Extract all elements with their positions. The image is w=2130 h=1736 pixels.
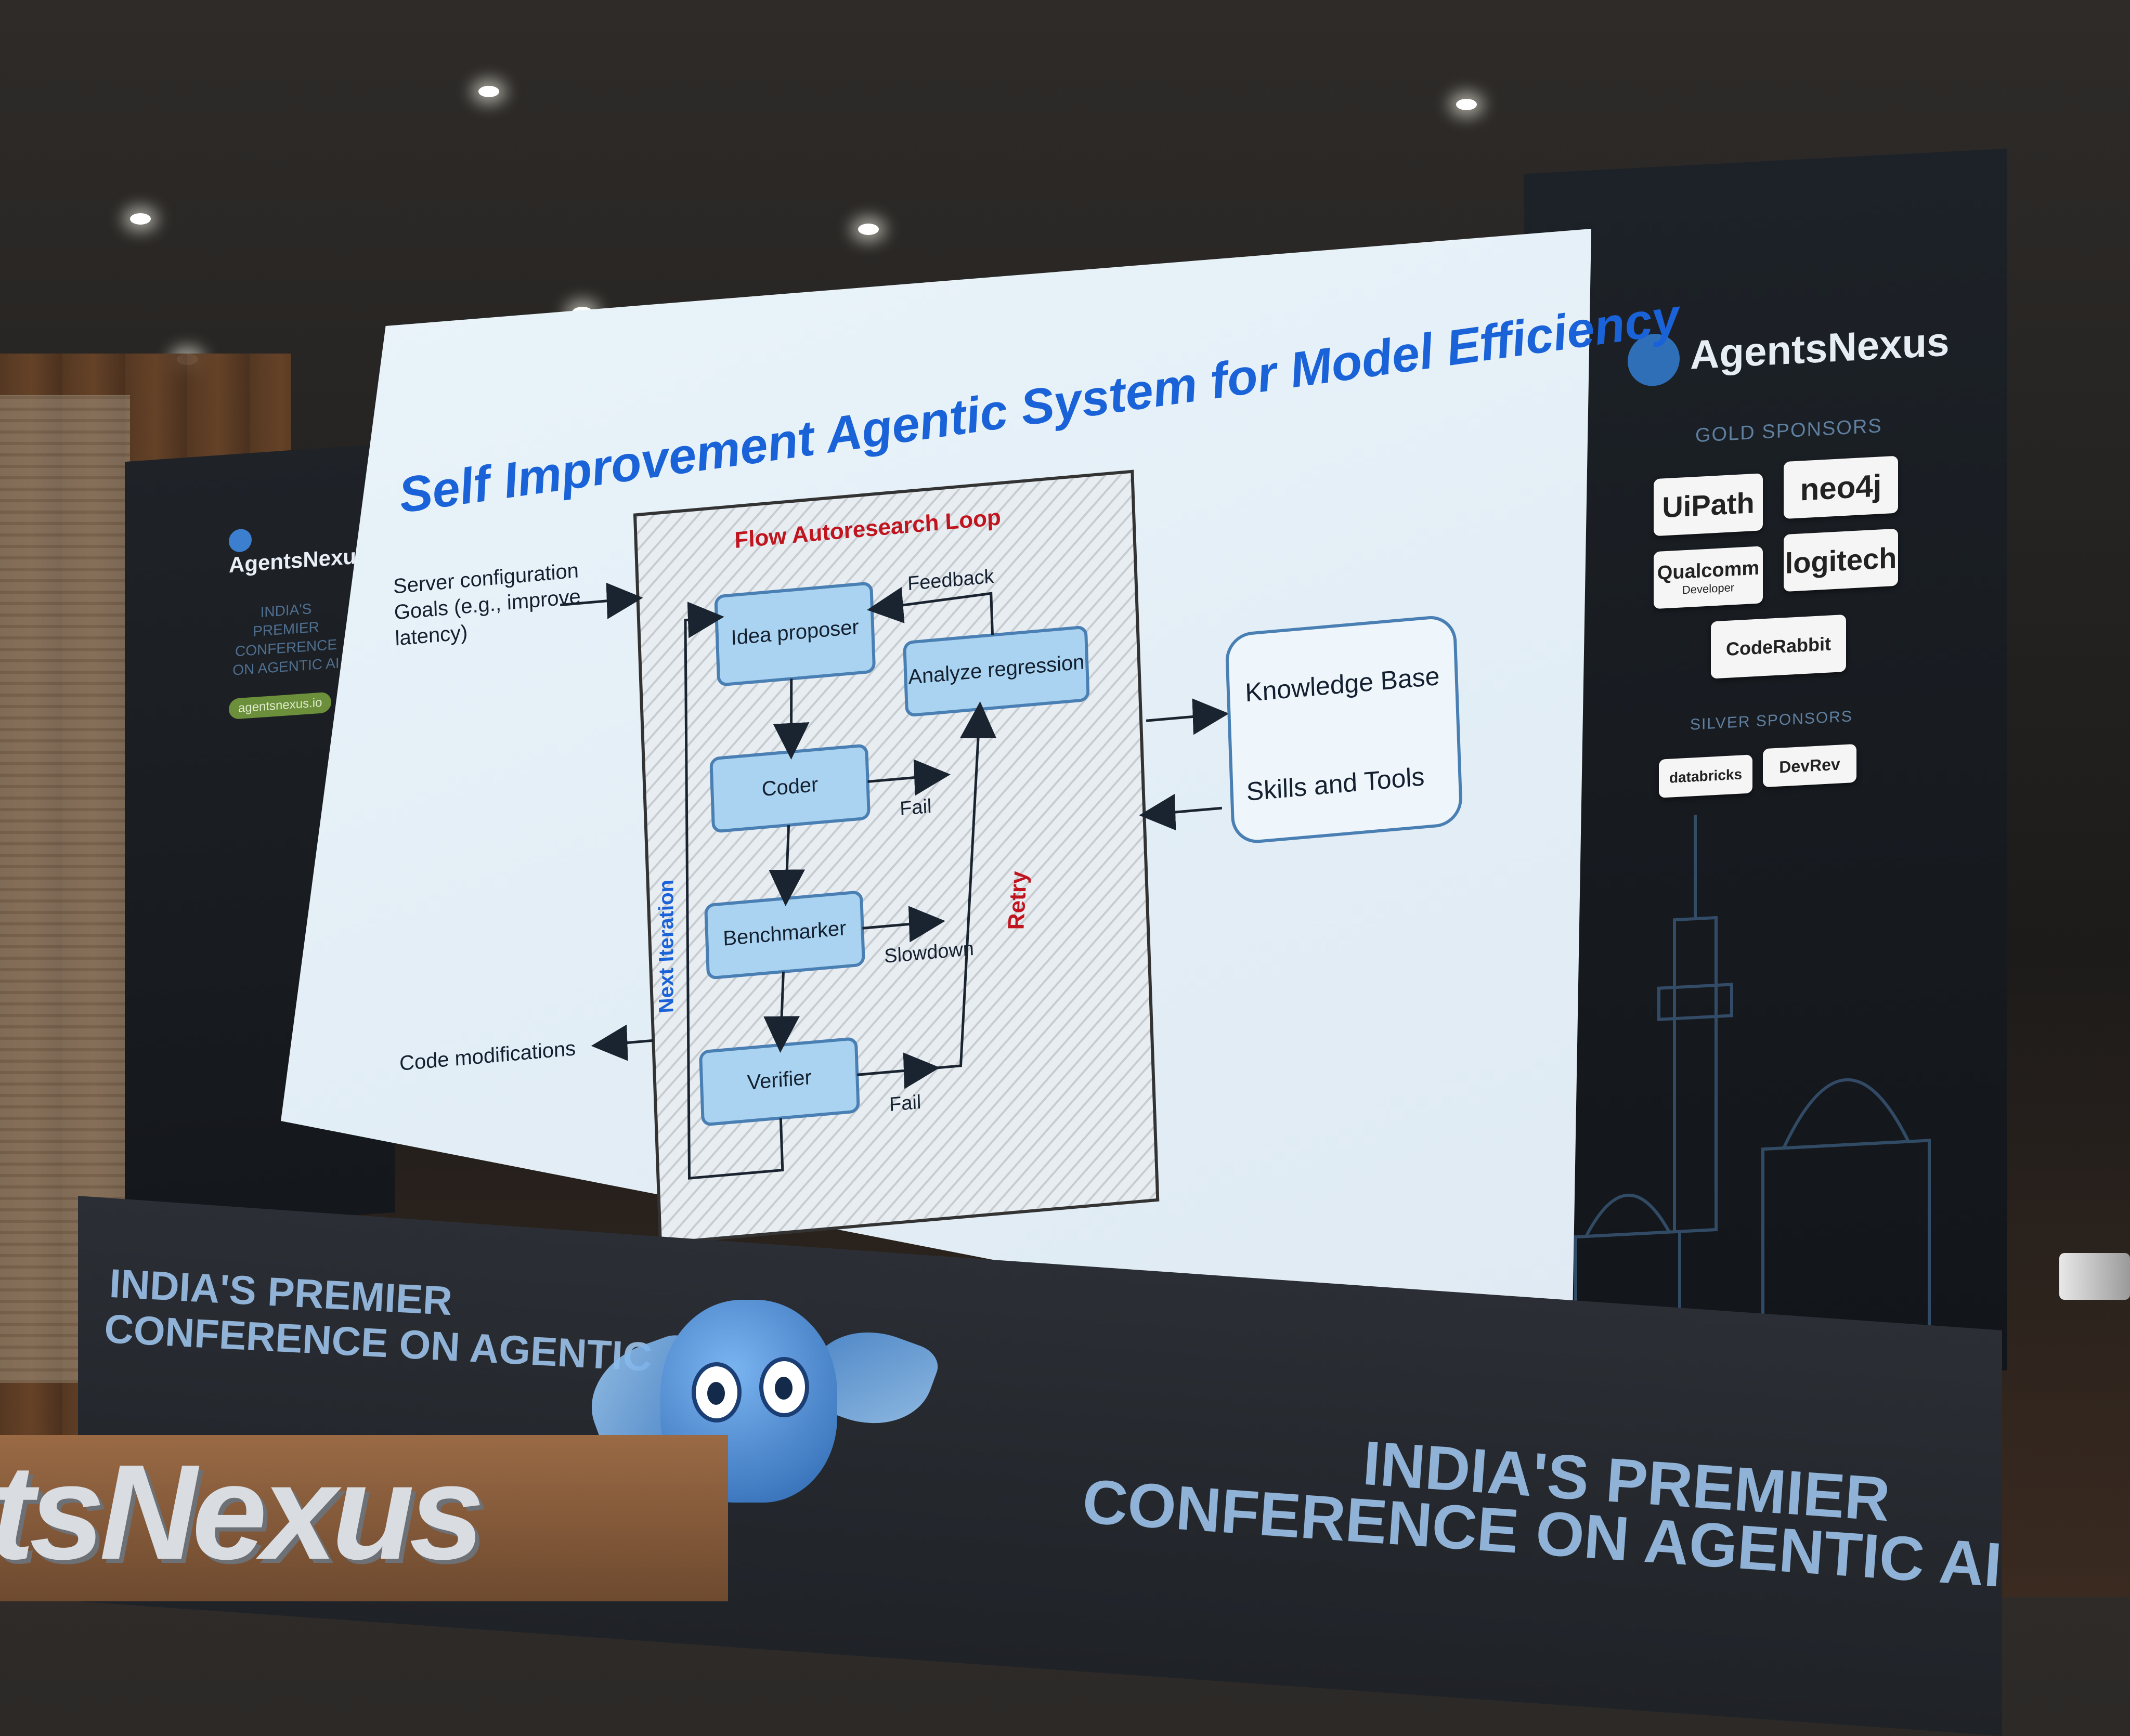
arrow-analyze-feedback — [867, 587, 994, 635]
arrow-benchmarker-slowdown — [862, 906, 945, 943]
sponsor-sub: Developer — [1682, 580, 1735, 596]
mascot-eye-left — [692, 1362, 742, 1422]
loop-container — [633, 469, 1160, 1245]
silver-sponsors-label: SILVER SPONSORS — [1690, 708, 1853, 734]
gold-sponsors-label: GOLD SPONSORS — [1695, 415, 1882, 447]
sponsor-coderabbit: CodeRabbit — [1711, 614, 1846, 679]
sponsor-devrev: DevRev — [1763, 743, 1856, 788]
next-iteration-loop — [684, 602, 784, 1180]
autoresearch-diagram: Flow Autoresearch Loop Idea proposer Ana… — [393, 404, 1692, 1280]
analyze-regression-box: Analyze regression — [903, 626, 1090, 717]
retry-line — [929, 701, 996, 1070]
floor-logo: tsNexus — [0, 1437, 485, 1588]
benchmarker-box: Benchmarker — [704, 891, 865, 980]
ceiling-light — [478, 86, 499, 97]
arrow-coder-fail — [867, 759, 951, 796]
logo-icon — [229, 528, 252, 553]
verifier-box: Verifier — [699, 1037, 860, 1126]
camera-lens — [2059, 1253, 2130, 1300]
ceiling-light — [858, 224, 879, 235]
brand-name: AgentsNexus — [1690, 318, 1950, 378]
sponsor-name: Qualcomm — [1657, 557, 1760, 584]
sponsor-logitech: logitech — [1784, 528, 1898, 592]
mascot — [660, 1300, 837, 1503]
arrow-output — [591, 1024, 654, 1061]
ceiling-light — [130, 213, 151, 225]
coder-fail-label: Fail — [900, 795, 932, 820]
arrow-from-skills — [1139, 794, 1222, 831]
arrow-coder-to-benchmarker — [769, 825, 806, 907]
arrow-benchmarker-to-verifier — [763, 971, 800, 1053]
arrow-idea-to-coder — [773, 678, 810, 760]
idea-proposer-box: Idea proposer — [714, 582, 876, 686]
next-iteration-label: Next Iteration — [655, 879, 678, 1014]
retry-label: Retry — [1003, 871, 1032, 930]
url-pill: agentsnexus.io — [229, 691, 332, 720]
arrow-verifier-fail — [857, 1052, 940, 1089]
tagline: INDIA'S PREMIER CONFERENCE ON AGENTIC AI — [218, 596, 354, 681]
arrow-to-knowledge — [1146, 698, 1229, 735]
sponsor-uipath: UiPath — [1654, 473, 1763, 537]
arrow-input — [560, 582, 643, 619]
brand-name: AgentsNexus — [229, 543, 369, 578]
ceiling-light — [1456, 99, 1477, 110]
verifier-fail-label: Fail — [889, 1091, 921, 1116]
sponsor-neo4j: neo4j — [1784, 455, 1898, 519]
mascot-eye-right — [759, 1357, 809, 1417]
stage-floor — [0, 1435, 728, 1601]
coder-box: Coder — [709, 744, 871, 833]
coder-label: Coder — [761, 773, 819, 801]
knowledge-box: Knowledge Base Skills and Tools — [1225, 616, 1462, 843]
verifier-label: Verifier — [747, 1066, 812, 1094]
